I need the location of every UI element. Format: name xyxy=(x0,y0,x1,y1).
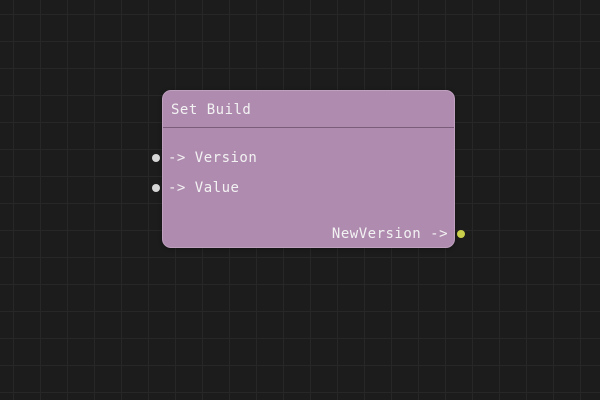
input-label-version: -> Version xyxy=(168,150,258,166)
output-pin-newversion[interactable] xyxy=(457,230,465,238)
input-port-value: -> Value xyxy=(152,178,454,198)
node-title: Set Build xyxy=(171,102,252,118)
node-set-build[interactable]: Set Build -> Version -> Value NewVersion… xyxy=(152,90,465,248)
input-port-version: -> Version xyxy=(152,148,454,168)
node-title-bar[interactable]: Set Build xyxy=(163,91,454,128)
input-pin-version[interactable] xyxy=(152,154,160,162)
output-port-newversion: NewVersion -> xyxy=(163,224,465,244)
input-label-value: -> Value xyxy=(168,180,240,196)
input-pin-value[interactable] xyxy=(152,184,160,192)
output-label-newversion: NewVersion -> xyxy=(331,226,448,242)
